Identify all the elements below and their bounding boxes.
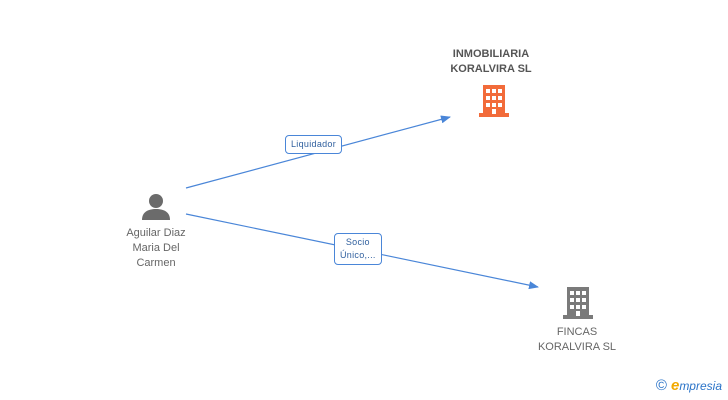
company-main-name[interactable]: INMOBILIARIA KORALVIRA SL [431,47,551,77]
person-icon[interactable] [142,194,170,220]
company-main-name-line: INMOBILIARIA [452,48,530,60]
edge-label-line: Liquidador [291,139,337,149]
person-name-line: Maria Del [132,242,180,254]
edge-label-line: Socio [345,237,370,247]
brand-initial: e [670,377,680,394]
edge-liquidador-label[interactable]: Liquidador [285,135,343,154]
building-windows-main [486,89,502,114]
brand-logo: empresia [671,377,722,394]
brand-rest: mpresia [679,379,722,393]
company-other-name-line: FINCAS [556,326,598,338]
empresia-watermark: © empresia [656,377,722,394]
building-windows-other [570,291,586,316]
edge-label-line: Único,... [340,250,376,260]
company-main-name-line: KORALVIRA SL [450,63,532,75]
person-name[interactable]: Aguilar Diaz Maria Del Carmen [106,226,206,271]
person-name-line: Aguilar Diaz [126,227,186,239]
copyright-icon: © [655,377,667,394]
company-other-name-line: KORALVIRA SL [537,341,617,353]
edge-socio-label[interactable]: Socio Único,... [334,233,382,265]
person-name-line: Carmen [136,257,176,269]
company-other-name[interactable]: FINCAS KORALVIRA SL [517,325,637,355]
